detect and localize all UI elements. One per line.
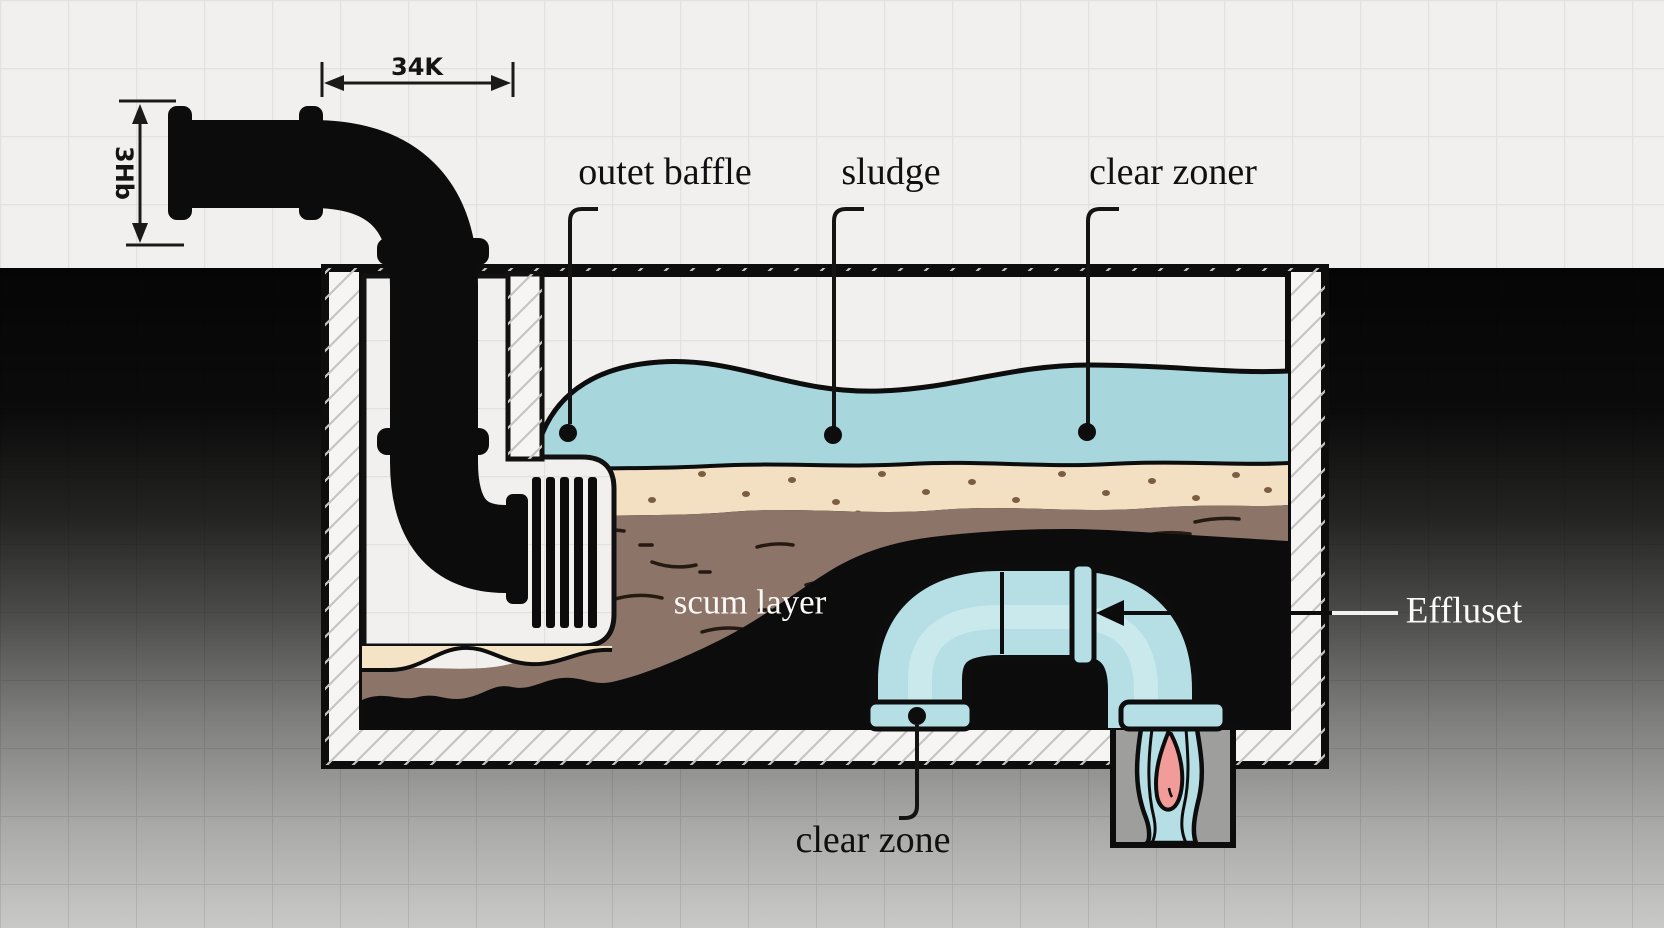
dimension-arrowheads bbox=[132, 75, 511, 243]
dim-horizontal-line bbox=[320, 62, 515, 97]
pipe-flange-ring bbox=[299, 106, 323, 220]
dim-width-text: 34K bbox=[391, 53, 443, 81]
label-clear-zone: clear zone bbox=[795, 819, 951, 861]
leader-effluent bbox=[1096, 600, 1398, 626]
outlet-shaft bbox=[1110, 724, 1236, 848]
leader-sludge bbox=[832, 207, 864, 427]
inner-baffle-wall bbox=[505, 271, 545, 462]
pipe-coupling-band bbox=[377, 238, 489, 265]
dimension-lines bbox=[119, 62, 515, 247]
effluent-blob bbox=[1154, 730, 1185, 812]
label-sludge: sludge bbox=[841, 151, 941, 193]
outlet-flange-right bbox=[1118, 699, 1228, 732]
effluent-stream bbox=[1134, 726, 1205, 846]
pipe-end-flange bbox=[506, 494, 528, 604]
baffle-grille bbox=[532, 477, 597, 628]
label-effluent: Effluset bbox=[1405, 590, 1523, 632]
leader-clear-zoner bbox=[1086, 207, 1119, 424]
outlet-coupling bbox=[1069, 561, 1097, 668]
leader-dots bbox=[559, 423, 1096, 725]
outlet-pipe bbox=[865, 561, 1228, 732]
dim-depth-text: 3Hb bbox=[110, 146, 138, 200]
label-clear-zoner: clear zoner bbox=[1089, 151, 1257, 193]
label-scum-layer: scum layer bbox=[673, 582, 827, 622]
inlet-pipe bbox=[168, 106, 528, 604]
leader-clear-zone bbox=[899, 725, 919, 820]
pipe-coupling-band bbox=[377, 428, 489, 455]
arrowhead-left bbox=[1096, 600, 1124, 626]
label-outlet-baffle: outet baffle bbox=[578, 151, 752, 193]
tan-strip-under-chamber bbox=[362, 646, 612, 670]
pipe-flange-ring bbox=[168, 106, 192, 220]
dim-vertical-line bbox=[119, 99, 184, 247]
leader-lines bbox=[568, 207, 1119, 820]
leader-outlet-baffle bbox=[568, 207, 598, 424]
